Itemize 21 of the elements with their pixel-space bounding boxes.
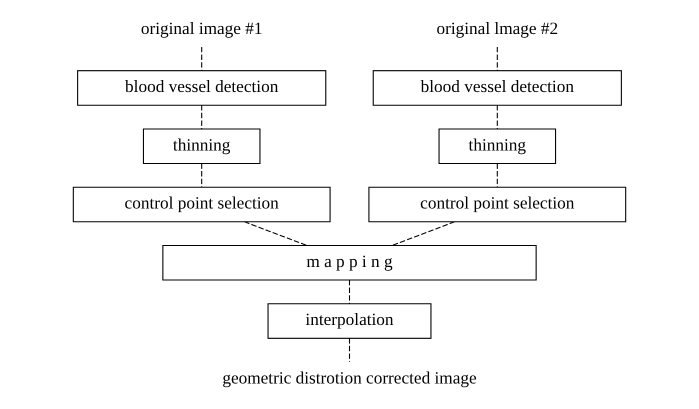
node-box: control point selection	[368, 186, 626, 222]
node-box: blood vessel detection	[372, 70, 622, 106]
connector	[348, 280, 350, 304]
connector	[201, 164, 202, 188]
connector	[244, 221, 308, 246]
connector	[496, 47, 498, 71]
connector	[201, 47, 202, 71]
connector	[496, 164, 498, 188]
node-box: thinning	[142, 128, 260, 164]
node-box: interpolation	[268, 303, 432, 339]
node-text: original image #1	[140, 18, 263, 38]
node-box: thinning	[438, 128, 556, 164]
node-box: blood vessel detection	[77, 70, 326, 106]
node-text: geometric distrotion corrected image	[222, 368, 477, 388]
connector	[201, 105, 202, 129]
node-box: m a p p i n g	[162, 244, 537, 281]
connector	[348, 338, 350, 362]
node-text: original lmage #2	[436, 18, 558, 38]
connector	[392, 221, 455, 246]
node-box: control point selection	[72, 186, 331, 222]
connector	[496, 105, 498, 129]
